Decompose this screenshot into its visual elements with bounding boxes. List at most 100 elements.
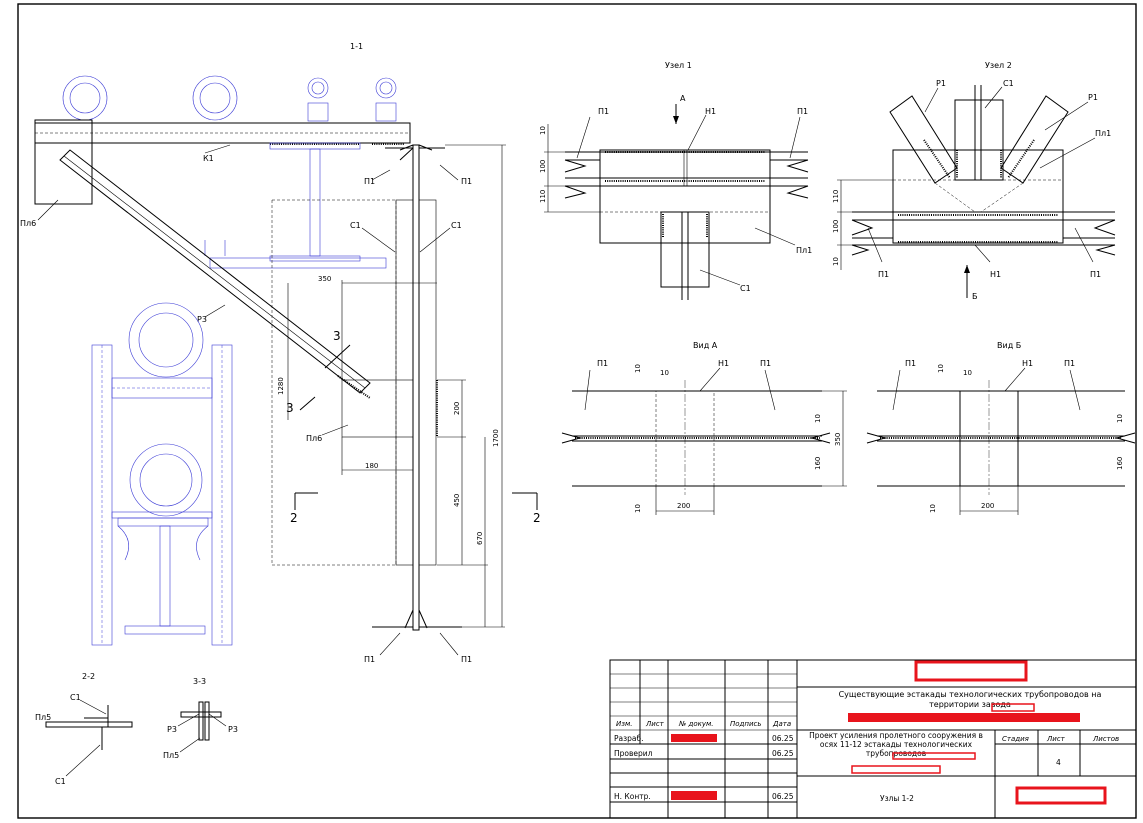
node2-label-p1-left: П1 [878,270,889,279]
node-2-title: Узел 2 [985,61,1012,70]
node1-label-pl1: Пл1 [796,246,812,255]
tb-redaction-company [1015,786,1107,805]
tb-redaction-project-1 [892,752,976,760]
tb-redaction-norm-control [671,791,717,800]
node2-dim-110: 110 [832,190,840,203]
label-c1-right: С1 [451,221,462,230]
tb-redaction-project-2 [851,765,941,774]
dim-1280: 1280 [277,377,285,395]
cut-3-lower-label: 3 [286,401,294,415]
tb-role-developer: Разраб. [614,734,643,743]
node2-label-pl1: Пл1 [1095,129,1111,138]
view-a-title: Вид А [693,341,718,350]
label-3-3-pl5: Пл5 [163,751,179,760]
node1-label-c1: С1 [740,284,751,293]
viewb-dim-10-top: 10 [963,369,972,377]
label-p3: Р3 [197,315,207,324]
label-2-2-pl5: Пл5 [35,713,51,722]
arrow-b-label: Б [972,292,978,301]
tb-header-date: Дата [772,720,791,728]
node1-dim-100: 100 [539,160,547,173]
cut-3-marks: 3 3 [286,329,351,415]
label-2-2-c1-bottom: С1 [55,777,66,786]
section-3-3: 3-3 Р3 Р3 Пл5 [163,677,238,760]
node1-label-p1-left: П1 [598,107,609,116]
node2-dim-100: 100 [832,220,840,233]
tb-drawing-name: Узлы 1-2 [880,794,914,803]
brace-p3 [59,149,371,399]
tb-redaction-organization [914,660,1028,682]
tb-date-norm-control: 06.25 [772,792,794,801]
tb-header-signature: Подпись [730,720,762,728]
tb-stage-header: Стадия [1002,735,1029,743]
tb-redaction-developer [671,734,717,742]
label-3-3-p3-left: Р3 [167,725,177,734]
viewb-dim-160: 160 [1116,457,1124,470]
node1-label-n1: Н1 [705,107,716,116]
label-2-2-c1-top: С1 [70,693,81,702]
tb-date-developer: 06.25 [772,734,794,743]
label-c1-left: С1 [350,221,361,230]
viewa-dim-350: 350 [834,433,842,446]
tb-role-norm-control: Н. Контр. [614,792,651,801]
view-b-title: Вид Б [997,341,1021,350]
label-pl6-top: Пл6 [20,219,36,228]
column-c1 [372,144,462,631]
node2-dim-10: 10 [832,257,840,266]
reinforcement-outline [271,199,397,566]
section-1-1-dimensions: 350 180 1280 200 450 670 1700 [277,144,506,628]
section-2-2: 2-2 С1 Пл5 С1 [35,672,133,786]
node-1: Узел 1 А 10 100 110 П1 Н1 П1 Пл1 [539,61,812,300]
tb-sheets-header: Листов [1092,735,1119,743]
dim-1700: 1700 [492,429,500,447]
dim-200: 200 [453,402,461,415]
tb-header-izm: Изм. [616,720,632,728]
label-k1: К1 [203,154,214,163]
section-3-3-title: 3-3 [193,677,206,686]
node2-label-p1-right: П1 [1090,270,1101,279]
viewb-label-p1-right: П1 [1064,359,1075,368]
viewa-dim-200: 200 [677,502,690,510]
tb-project-title: Проект усиления пролетного сооружения в … [809,731,983,758]
viewa-dim-10-left: 10 [634,364,642,373]
existing-pipes-top [62,75,397,122]
node-1-title: Узел 1 [665,61,692,70]
viewb-dim-10-right: 10 [1116,414,1124,423]
viewa-dim-10-bottom: 10 [634,504,642,513]
label-p1-top-right: П1 [461,177,472,186]
section-2-2-title: 2-2 [82,672,95,681]
tb-sheet-header: Лист [1046,735,1066,743]
section-1-1-title: 1-1 [350,42,363,51]
beam-k1 [34,119,411,205]
label-p1-bottom-right: П1 [461,655,472,664]
viewa-label-n1: Н1 [718,359,729,368]
label-pl6-bottom: Пл6 [306,434,322,443]
cut-2-marks: 2 2 [290,492,541,525]
section-1-1-labels: К1 Пл6 Р3 П1 П1 С1 С1 Пл6 П1 П1 [20,144,472,664]
view-b: Вид Б 10 160 10 10 10 200 П1 Н1 П1 [866,341,1136,515]
tb-header-list: Лист [645,720,665,728]
arrow-a-label: А [680,94,686,103]
view-a: Вид А 350 10 160 10 10 10 200 П1 Н1 П1 [561,341,847,515]
label-p1-top-left: П1 [364,177,375,186]
viewb-label-n1: Н1 [1022,359,1033,368]
node2-label-p1-rib-left: Р1 [936,79,946,88]
existing-frame [91,302,233,646]
dim-180: 180 [365,462,378,470]
node2-label-c1: С1 [1003,79,1014,88]
node2-label-n1: Н1 [990,270,1001,279]
dim-670: 670 [476,532,484,545]
dim-450: 450 [453,494,461,507]
viewa-dim-160: 160 [814,457,822,470]
gusset-pl6 [341,379,414,438]
node2-label-p1-rib-right: Р1 [1088,93,1098,102]
tb-redaction-object [848,713,1080,722]
existing-i-beam [204,142,387,269]
node1-dim-110: 110 [539,190,547,203]
cut-3-upper-label: 3 [333,329,341,343]
dim-350: 350 [318,275,331,283]
cut-2-left-label: 2 [290,511,298,525]
node1-dim-10: 10 [539,126,547,135]
tb-role-checker: Проверил [614,749,653,758]
viewa-dim-10-top: 10 [660,369,669,377]
